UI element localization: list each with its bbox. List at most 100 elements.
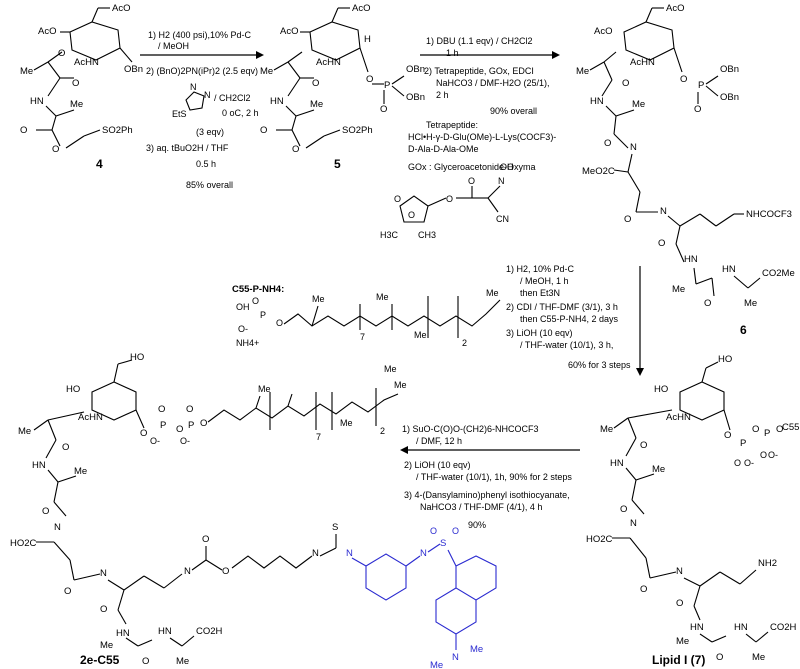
svg-text:3) LiOH (10 eqv): 3) LiOH (10 eqv) [506, 328, 573, 338]
svg-text:HO2C: HO2C [586, 534, 613, 545]
svg-text:AcO: AcO [112, 3, 130, 14]
svg-text:OH: OH [236, 302, 250, 312]
svg-text:HN: HN [684, 254, 698, 265]
svg-text:O: O [72, 78, 79, 89]
svg-text:AcHN: AcHN [74, 57, 99, 68]
svg-text:CO2H: CO2H [196, 626, 223, 637]
step4-conditions: 1) SuO-C(O)O-(CH2)6-NHCOCF3 / DMF, 12 h … [402, 424, 572, 530]
svg-text:Me: Me [676, 636, 689, 647]
svg-text:O: O [42, 506, 49, 517]
svg-text:Me: Me [632, 99, 645, 110]
svg-text:HO2C: HO2C [10, 538, 37, 549]
svg-text:O-: O- [744, 458, 754, 468]
svg-text:CN: CN [496, 214, 509, 224]
svg-text:7: 7 [360, 332, 365, 342]
svg-text:N: N [420, 548, 427, 559]
svg-text:Me: Me [18, 426, 31, 437]
c55-p-nh4-structure: C55-P-NH4: O OH P O- NH4+ O Me 7 2 Me Me… [232, 284, 501, 348]
svg-text:AcHN: AcHN [666, 412, 691, 423]
svg-text:1) DBU (1.1 eqv) / CH2Cl2: 1) DBU (1.1 eqv) / CH2Cl2 [426, 36, 533, 46]
svg-text:Me: Me [470, 644, 483, 655]
svg-text:O: O [380, 104, 387, 115]
svg-text:N: N [660, 206, 667, 217]
svg-text:O: O [158, 404, 165, 415]
svg-text:N: N [204, 90, 211, 100]
svg-text:O: O [760, 450, 767, 460]
svg-text:O: O [176, 424, 183, 435]
svg-text:HN: HN [690, 622, 704, 633]
dansyl-fluorophore: N N S O O N Me Me [346, 526, 497, 669]
svg-text:AcHN: AcHN [78, 412, 103, 423]
svg-text:O: O [260, 125, 267, 136]
svg-text:O: O [276, 318, 283, 328]
svg-text:O: O [620, 504, 627, 515]
svg-text:NH4+: NH4+ [236, 338, 259, 348]
svg-text:Me: Me [752, 652, 765, 663]
svg-text:1) H2, 10% Pd-C: 1) H2, 10% Pd-C [506, 264, 575, 274]
svg-text:AcO: AcO [594, 26, 612, 37]
svg-text:(3 eqv): (3 eqv) [196, 127, 224, 137]
svg-text:O: O [704, 298, 711, 309]
svg-text:HN: HN [32, 460, 46, 471]
svg-text:3) aq. tBuO2H / THF: 3) aq. tBuO2H / THF [146, 143, 229, 153]
compound-4-structure: AcO AcO AcHN OBn O Me O HN Me O O SO2Ph … [20, 3, 143, 171]
svg-text:HCl•H-γ-D-Glu(OMe)-L-Lys(COCF3: HCl•H-γ-D-Glu(OMe)-L-Lys(COCF3)- [408, 132, 556, 142]
step3-conditions: 1) H2, 10% Pd-C / MeOH, 1 h then Et3N 2)… [506, 264, 631, 370]
svg-text:D-Ala-D-Ala-OMe: D-Ala-D-Ala-OMe [408, 144, 479, 154]
svg-text:Me: Me [384, 364, 397, 374]
svg-text:then C55-P-NH4, 2 days: then C55-P-NH4, 2 days [520, 314, 619, 324]
svg-text:P: P [764, 428, 770, 439]
compound-6-label: 6 [740, 323, 747, 337]
svg-text:2: 2 [380, 426, 385, 436]
svg-text:MeO2C: MeO2C [582, 166, 615, 177]
svg-text:AcO: AcO [666, 3, 684, 14]
svg-text:N: N [54, 522, 61, 533]
svg-text:O: O [676, 598, 683, 609]
svg-text:O: O [252, 296, 259, 306]
svg-text:HO: HO [654, 384, 668, 395]
svg-text:O: O [622, 78, 629, 89]
svg-text:S: S [332, 522, 338, 533]
svg-text:N: N [184, 566, 191, 577]
svg-text:O: O [694, 104, 701, 115]
svg-text:Me: Me [744, 298, 757, 309]
svg-text:HN: HN [270, 96, 284, 107]
svg-text:then Et3N: then Et3N [520, 288, 560, 298]
svg-text:2) Tetrapeptide, GOx, EDCI: 2) Tetrapeptide, GOx, EDCI [424, 66, 534, 76]
svg-text:H3C: H3C [380, 230, 399, 240]
svg-text:SO2Ph: SO2Ph [342, 125, 373, 136]
svg-text:Me: Me [576, 66, 589, 77]
svg-text:2 h: 2 h [436, 90, 449, 100]
svg-text:O: O [366, 74, 373, 85]
svg-text:S: S [440, 538, 446, 549]
svg-text:O: O [186, 404, 193, 415]
svg-text:O: O [776, 424, 783, 435]
svg-text:O: O [640, 440, 647, 451]
svg-text:Me: Me [394, 380, 407, 390]
svg-text:N: N [498, 176, 505, 186]
svg-text:CO2Me: CO2Me [762, 268, 795, 279]
svg-text:O: O [202, 534, 209, 545]
svg-text:NH2: NH2 [758, 558, 777, 569]
svg-text:O: O [408, 210, 415, 220]
svg-text:O: O [292, 144, 299, 155]
svg-text:HN: HN [158, 626, 172, 637]
step2-conditions: 1) DBU (1.1 eqv) / CH2Cl2 1 h 2) Tetrape… [380, 36, 556, 240]
svg-text:O: O [658, 238, 665, 249]
svg-text:Me: Me [340, 418, 353, 428]
svg-text:0.5 h: 0.5 h [196, 159, 216, 169]
step1-conditions: 1) H2 (400 psi),10% Pd-C / MeOH 2) (BnO)… [146, 30, 259, 190]
svg-text:2) CDI / THF-DMF (3/1), 3 h: 2) CDI / THF-DMF (3/1), 3 h [506, 302, 618, 312]
svg-text:O: O [312, 78, 319, 89]
svg-text:O-: O- [150, 436, 160, 446]
svg-text:O: O [452, 526, 459, 536]
svg-text:/ MeOH: / MeOH [158, 41, 189, 51]
svg-text:O: O [624, 214, 631, 225]
svg-text:O: O [62, 442, 69, 453]
svg-text:Me: Me [74, 466, 87, 477]
svg-text:N: N [630, 518, 637, 529]
svg-text:N: N [630, 142, 637, 153]
svg-text:NHCOCF3: NHCOCF3 [746, 209, 792, 220]
svg-text:HN: HN [30, 96, 44, 107]
svg-text:GOx : Glyceroacetonide-Oxyma: GOx : Glyceroacetonide-Oxyma [408, 162, 536, 172]
